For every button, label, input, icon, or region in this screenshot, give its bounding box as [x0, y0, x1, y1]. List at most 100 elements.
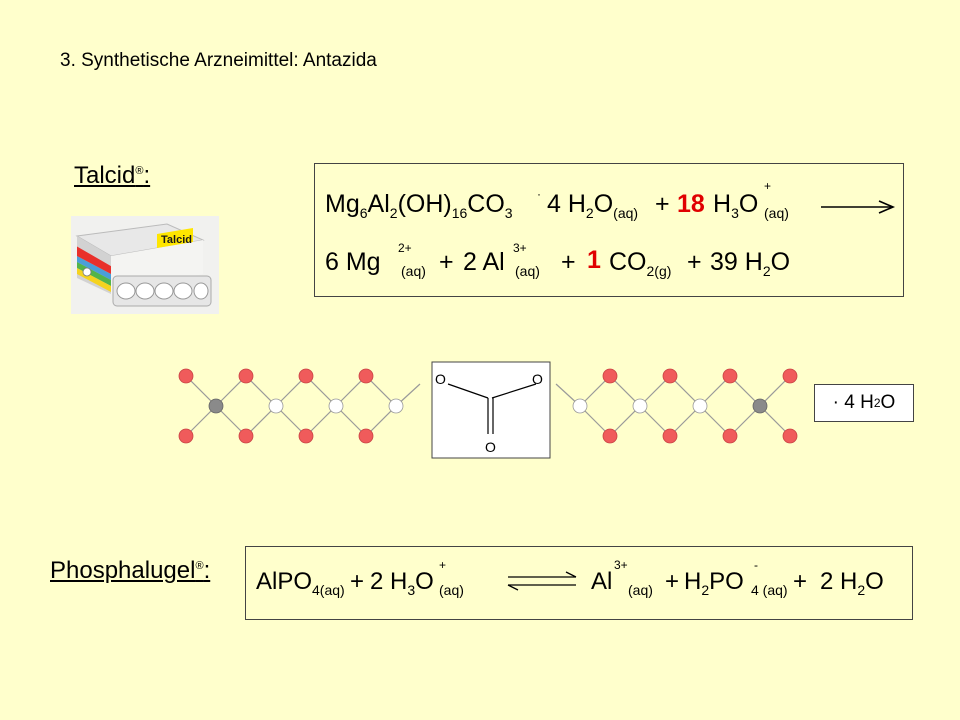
- svg-text:2 H2O: 2 H2O: [820, 568, 884, 598]
- carbonate-box: [431, 361, 551, 459]
- phos-al: Al: [591, 568, 612, 595]
- hydrotalcite-structure: O O O: [170, 360, 810, 464]
- phos-hydronium: 2 H: [370, 568, 407, 595]
- eq2-plus3: +: [687, 248, 702, 276]
- phosphalugel-label: Phosphalugel®:: [50, 557, 210, 585]
- phos-plus1: +: [350, 568, 364, 595]
- phos-h2po-sub2: 4 (aq): [751, 582, 788, 598]
- svg-text:H3O: H3O: [713, 190, 758, 221]
- structure-drawing: O O O: [178, 361, 798, 459]
- eq1-hydronium-h: H: [713, 190, 731, 218]
- svg-text:2 H3O: 2 H3O: [370, 568, 434, 598]
- eq1-water: 4 H: [547, 190, 586, 218]
- eq2-aq2: (aq): [515, 263, 540, 279]
- phos-alpo: AlPO: [256, 568, 312, 595]
- eq2-mg-charge: 2+: [398, 241, 412, 255]
- eq1-sub16: 16: [452, 205, 468, 221]
- svg-text:CO2(g): CO2(g): [609, 248, 671, 279]
- oxygen-atoms: [178, 368, 798, 444]
- phos-aq2: (aq): [628, 582, 653, 598]
- phos-hydronium-charge: +: [439, 558, 446, 572]
- carbonate-o-bottom: O: [485, 439, 496, 455]
- eq2-mg: 6 Mg: [325, 248, 381, 276]
- phos-water: 2 H: [820, 568, 857, 595]
- magnesium-atoms: [268, 398, 708, 414]
- talcid-product-image: Talcid: [71, 216, 219, 314]
- eq1-co: CO: [467, 190, 505, 218]
- phos-plus2: +: [665, 568, 679, 595]
- eq2-water-o: O: [771, 248, 790, 276]
- eq2-water-sub: 2: [763, 263, 771, 279]
- eq1-dot: ·: [537, 187, 541, 201]
- phos-alpo-sub: 4(aq): [312, 582, 345, 598]
- eq1-plus: +: [655, 190, 670, 218]
- carbonate-bonds: [447, 383, 537, 434]
- water-text: 4 H: [844, 392, 874, 413]
- eq2-co2: CO: [609, 248, 647, 276]
- eq1-hydronium-sub: 3: [731, 205, 739, 221]
- water-dot: ·: [832, 392, 839, 413]
- phos-h: H: [684, 568, 701, 595]
- carbonate-o-left: O: [435, 371, 446, 387]
- eq1-al: Al: [368, 190, 390, 218]
- eq1-sub3: 3: [505, 205, 513, 221]
- svg-text:4 H2O(aq): 4 H2O(aq): [547, 190, 638, 221]
- talcid-package-drawing: Talcid: [71, 216, 219, 314]
- phosphalugel-equation: AlPO4(aq) + 2 H3O + (aq) Al 3+ (aq) + H2…: [256, 558, 884, 598]
- eq2-co2-coef: 1: [587, 246, 601, 274]
- eq2-co2-sub: 2(g): [647, 263, 672, 279]
- phos-al-charge: 3+: [614, 558, 628, 572]
- eq1-sub2: 2: [390, 205, 398, 221]
- eq1-hydronium-coef: 18: [677, 190, 705, 218]
- water-sub: 2: [873, 396, 881, 410]
- talcid-equation-box: Mg6Al2(OH)16CO3 · 4 H2O(aq) + 18 H3O + (…: [314, 163, 904, 297]
- carbonate-o-right: O: [532, 371, 543, 387]
- phosphalugel-label-text: Phosphalugel: [50, 557, 196, 584]
- eq1-aq1: (aq): [613, 205, 638, 221]
- talcid-label: Talcid®:: [74, 162, 150, 190]
- talcid-trademark: ®: [135, 165, 144, 177]
- eq1-mg: Mg: [325, 190, 360, 218]
- talcid-package-brand: Talcid: [161, 234, 192, 246]
- eq1-water-sub: 2: [586, 205, 594, 221]
- phos-po: PO: [709, 568, 744, 595]
- talcid-equation-line2: 6 Mg 2+ (aq) + 2 Al 3+ (aq) + 1 CO2(g) +…: [325, 241, 790, 279]
- equilibrium-arrow: [507, 571, 577, 591]
- svg-text:39 H2O: 39 H2O: [710, 248, 790, 279]
- phos-hydronium-sub: 3: [407, 582, 415, 598]
- phos-hydronium-o: O: [415, 568, 434, 595]
- phosphalugel-equation-box: AlPO4(aq) + 2 H3O + (aq) Al 3+ (aq) + H2…: [245, 546, 913, 620]
- talcid-label-text: Talcid: [74, 162, 136, 189]
- eq2-water: 39 H: [710, 248, 763, 276]
- talcid-equation: Mg6Al2(OH)16CO3 · 4 H2O(aq) + 18 H3O + (…: [325, 179, 896, 279]
- eq2-al-charge: 3+: [513, 241, 527, 255]
- eq2-aq1: (aq): [401, 263, 426, 279]
- talcid-colon: :: [143, 162, 151, 189]
- phos-h-sub: 2: [701, 582, 709, 598]
- eq1-water-o: O: [594, 190, 613, 218]
- phosphalugel-trademark: ®: [195, 560, 204, 572]
- phos-h2po-charge: -: [754, 558, 758, 572]
- svg-text:H2PO: H2PO: [684, 568, 744, 598]
- eq1-hydronium-o: O: [739, 190, 758, 218]
- slide-title: 3. Synthetische Arzneimittel: Antazida: [60, 50, 377, 71]
- eq1-hydronium-charge: +: [764, 179, 771, 193]
- phos-plus3: +: [793, 568, 807, 595]
- eq2-plus2: +: [561, 248, 576, 276]
- svg-text:Mg6Al2(OH)16CO3: Mg6Al2(OH)16CO3: [325, 190, 513, 221]
- eq1-oh: (OH): [398, 190, 452, 218]
- eq2-al: 2 Al: [463, 248, 505, 276]
- talcid-equation-line1: Mg6Al2(OH)16CO3 · 4 H2O(aq) + 18 H3O + (…: [325, 179, 789, 221]
- phos-water-o: O: [865, 568, 884, 595]
- eq1-aq2: (aq): [764, 205, 789, 221]
- eq2-plus1: +: [439, 248, 454, 276]
- eq1-sub6: 6: [360, 205, 368, 221]
- water-o: O: [880, 392, 896, 413]
- reaction-arrow: [821, 200, 896, 214]
- svg-text:AlPO4(aq): AlPO4(aq): [256, 568, 345, 598]
- phos-water-sub: 2: [857, 582, 865, 598]
- phosphalugel-colon: :: [203, 557, 211, 584]
- aluminium-atoms: [208, 398, 768, 414]
- phos-aq1: (aq): [439, 582, 464, 598]
